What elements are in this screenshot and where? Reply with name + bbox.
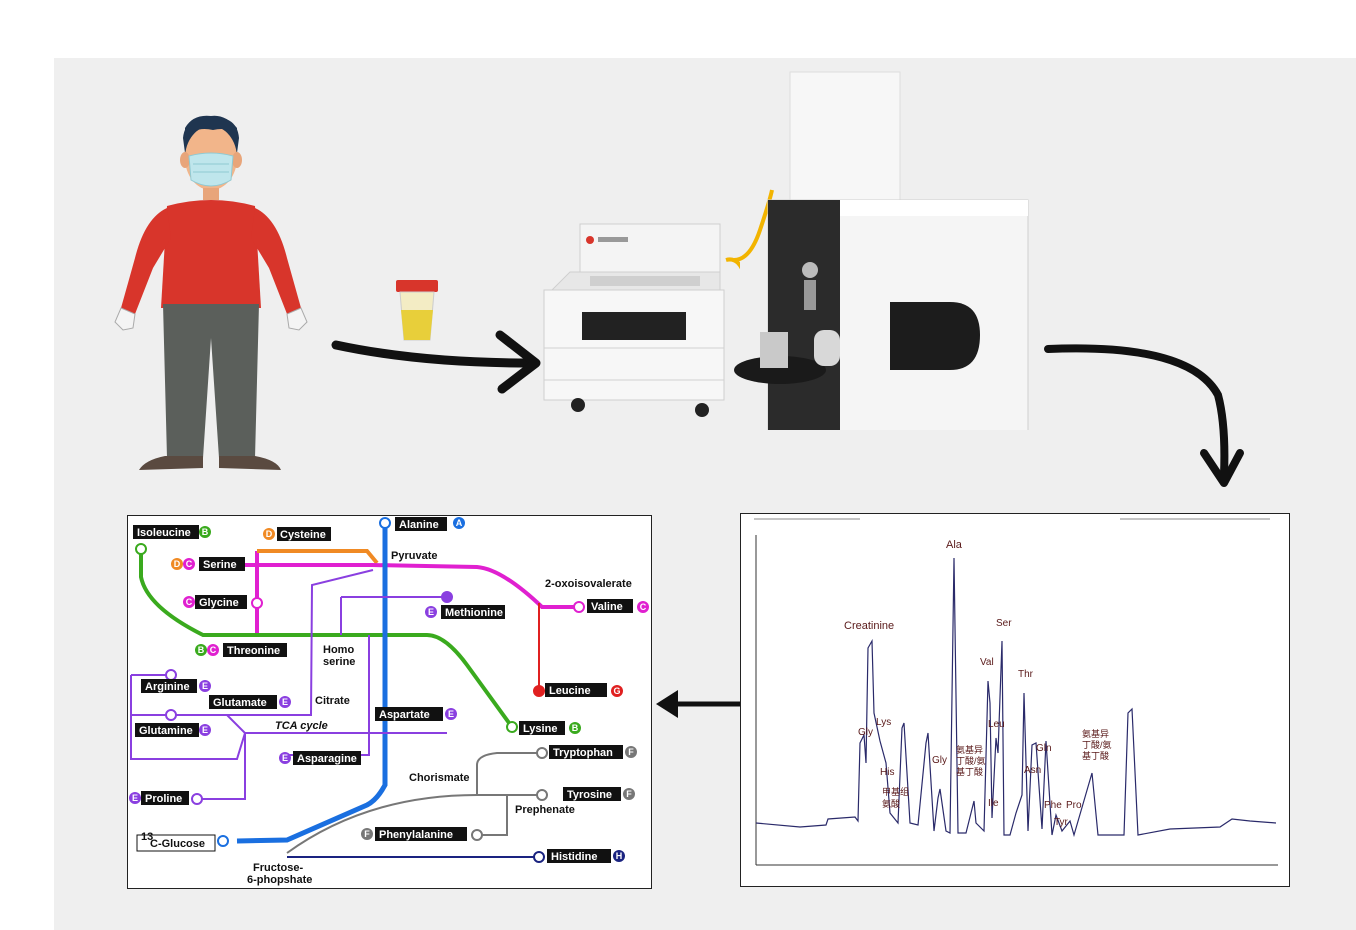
node-2-oxoisovalerate: 2-oxoisovalerate bbox=[545, 578, 632, 590]
map-labels: Isoleucine Cysteine Alanine Serine Pyruv… bbox=[133, 517, 633, 886]
node-arginine: Arginine bbox=[145, 681, 190, 693]
chromatogram-peak-labels: Creatinine Ala Gly Lys His 甲基组 氨酸 Gly 氨基… bbox=[844, 539, 1112, 828]
node-f6p-1: Fructose- bbox=[253, 862, 303, 874]
person-illustration bbox=[114, 115, 308, 470]
node-tyrosine: Tyrosine bbox=[567, 789, 612, 801]
node-glutamate: Glutamate bbox=[213, 697, 267, 709]
node-proline: Proline bbox=[145, 793, 182, 805]
chromatogram-panel bbox=[740, 513, 1290, 887]
peak-ser: Ser bbox=[996, 618, 1012, 629]
peak-aminoisobutyric-2: 丁酸/氨 bbox=[956, 755, 986, 766]
node-asparagine: Asparagine bbox=[297, 753, 357, 765]
badge-c-valine: C bbox=[640, 602, 647, 612]
peak-his: His bbox=[880, 767, 894, 778]
badge-c-serine: C bbox=[186, 559, 193, 569]
badge-c-threonine: C bbox=[210, 645, 217, 655]
badge-h-histidine: H bbox=[616, 851, 623, 861]
peak-gly2: Gly bbox=[932, 755, 947, 766]
badge-c-glycine: C bbox=[186, 597, 193, 607]
node-phenylalanine: Phenylalanine bbox=[379, 829, 453, 841]
node-glutamine: Glutamine bbox=[139, 725, 193, 737]
arrow-to-chromatogram bbox=[1044, 344, 1244, 487]
node-homoserine-1: Homo bbox=[323, 644, 354, 656]
peak-gln: Gln bbox=[1036, 743, 1052, 754]
badge-b-lysine: B bbox=[572, 723, 579, 733]
badge-f-tryptophan: F bbox=[628, 747, 634, 757]
chromatogram-plot: Creatinine Ala Gly Lys His 甲基组 氨酸 Gly 氨基… bbox=[754, 518, 1278, 866]
node-tryptophan: Tryptophan bbox=[553, 747, 613, 759]
node-glucose-superscript: 13 bbox=[141, 831, 153, 843]
badge-b-isoleucine: B bbox=[202, 527, 209, 537]
node-glucose: C-Glucose bbox=[150, 838, 205, 850]
badge-g-leucine: G bbox=[613, 686, 620, 696]
peak-aminoisobutyric-b2: 丁酸/氨 bbox=[1082, 739, 1112, 750]
node-isoleucine: Isoleucine bbox=[137, 527, 191, 539]
badge-e-methionine: E bbox=[428, 607, 434, 617]
badge-d-serine: D bbox=[174, 559, 181, 569]
node-pyruvate: Pyruvate bbox=[391, 550, 437, 562]
node-prephenate: Prephenate bbox=[515, 804, 575, 816]
badge-e-asparagine: E bbox=[282, 753, 288, 763]
autosampler-instrument bbox=[543, 223, 740, 417]
node-histidine: Histidine bbox=[551, 851, 597, 863]
badge-d-cysteine: D bbox=[266, 529, 273, 539]
line-badges: B D A D C C E C B C G E E E B E E F F E … bbox=[129, 517, 649, 862]
peak-leu: Leu bbox=[988, 719, 1005, 730]
peak-aminoisobutyric-b1: 氨基异 bbox=[1082, 728, 1109, 739]
node-serine: Serine bbox=[203, 559, 237, 571]
badge-e-proline: E bbox=[132, 793, 138, 803]
badge-e-aspartate: E bbox=[448, 709, 454, 719]
node-aspartate: Aspartate bbox=[379, 709, 430, 721]
arrow-to-instrument bbox=[331, 330, 541, 394]
node-citrate: Citrate bbox=[315, 695, 350, 707]
peak-aminoisobutyric-3: 基丁酸 bbox=[956, 766, 983, 777]
peak-creatinine: Creatinine bbox=[844, 620, 894, 632]
node-glycine: Glycine bbox=[199, 597, 239, 609]
peak-gly1: Gly bbox=[858, 727, 873, 738]
node-valine: Valine bbox=[591, 601, 623, 613]
node-lysine: Lysine bbox=[523, 723, 557, 735]
peak-aminoisobutyric-b3: 基丁酸 bbox=[1082, 750, 1109, 761]
peak-thr: Thr bbox=[1018, 669, 1034, 680]
badge-f-phenylalanine: F bbox=[364, 829, 370, 839]
node-f6p-2: 6-phopshate bbox=[247, 874, 312, 886]
node-homoserine-2: serine bbox=[323, 656, 355, 668]
peak-aminoisobutyric-1: 氨基异 bbox=[956, 744, 983, 755]
badge-f-tyrosine: F bbox=[626, 789, 632, 799]
node-methionine: Methionine bbox=[445, 607, 503, 619]
metabolic-map: Isoleucine Cysteine Alanine Serine Pyruv… bbox=[129, 517, 649, 886]
mass-spectrometer-instrument bbox=[733, 71, 1029, 430]
node-cysteine: Cysteine bbox=[280, 529, 326, 541]
node-threonine: Threonine bbox=[227, 645, 280, 657]
sample-cup-icon bbox=[396, 280, 438, 341]
peak-pro: Pro bbox=[1066, 800, 1082, 811]
node-chorismate: Chorismate bbox=[409, 772, 470, 784]
node-alanine: Alanine bbox=[399, 519, 439, 531]
peak-asn: Asn bbox=[1024, 765, 1041, 776]
node-leucine: Leucine bbox=[549, 685, 591, 697]
node-tca-cycle: TCA cycle bbox=[275, 720, 328, 732]
peak-phe: Phe bbox=[1044, 800, 1062, 811]
peak-ile: Ile bbox=[988, 798, 999, 809]
peak-lys: Lys bbox=[876, 717, 891, 728]
peak-methylhis-2: 氨酸 bbox=[882, 798, 900, 809]
badge-b-threonine: B bbox=[198, 645, 205, 655]
badge-e-glutamate: E bbox=[282, 697, 288, 707]
peak-methylhis-1: 甲基组 bbox=[882, 786, 909, 797]
peak-tyr: Tyr bbox=[1054, 817, 1069, 828]
peak-val: Val bbox=[980, 657, 994, 668]
badge-e-glutamine: E bbox=[202, 725, 208, 735]
arrow-to-map bbox=[656, 690, 740, 718]
peak-ala: Ala bbox=[946, 539, 963, 551]
badge-e-arginine: E bbox=[202, 681, 208, 691]
badge-a-alanine: A bbox=[456, 518, 463, 528]
